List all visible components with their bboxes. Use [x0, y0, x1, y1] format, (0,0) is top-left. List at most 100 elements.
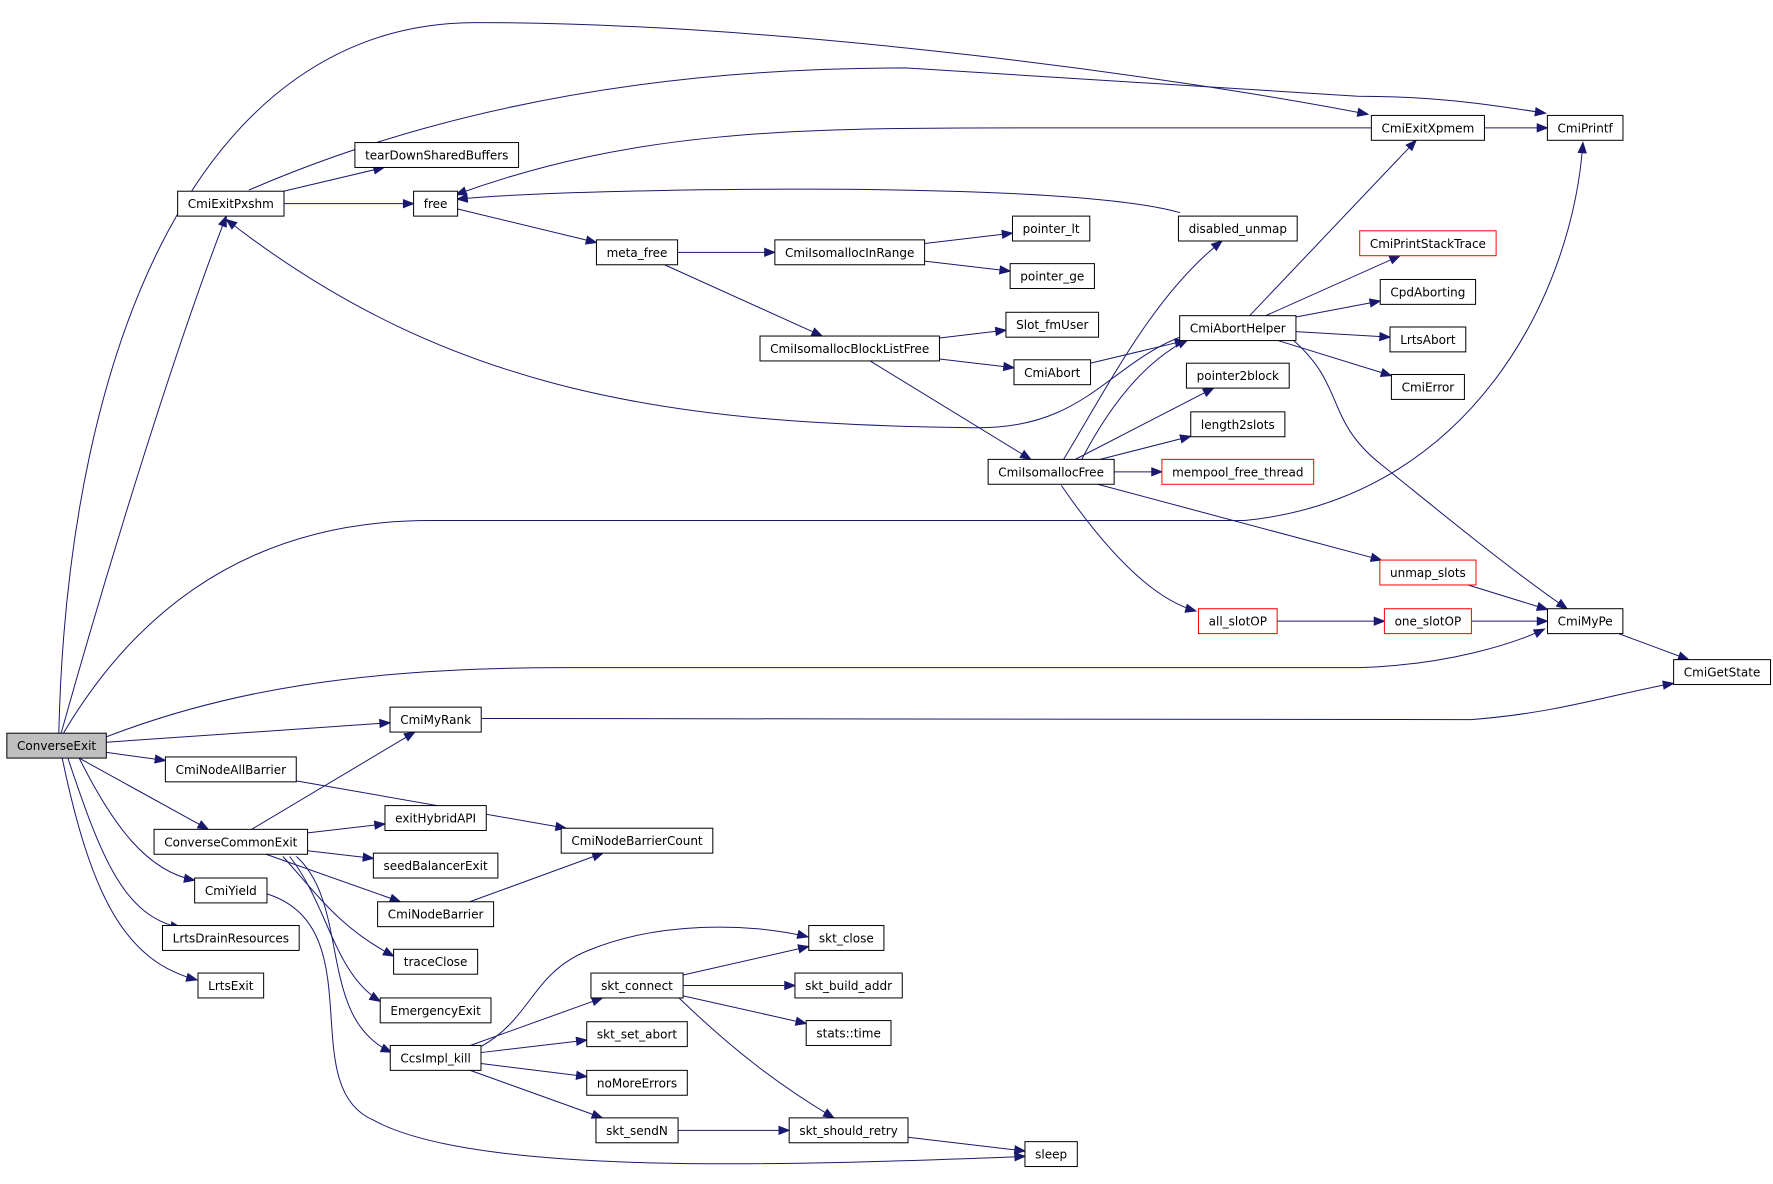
node-label: sleep: [1035, 1148, 1067, 1162]
edge-arrowhead: [784, 980, 797, 991]
node-EmergencyExit[interactable]: EmergencyExit: [379, 997, 492, 1024]
node-CmiAbort[interactable]: CmiAbort: [1013, 359, 1092, 386]
edge-CmiAbortHelper-to-CmiError: [1277, 340, 1393, 377]
node-ConverseCommonExit[interactable]: ConverseCommonExit: [153, 828, 309, 855]
node-CmiError[interactable]: CmiError: [1390, 374, 1465, 400]
node-label: skt_sendN: [606, 1124, 668, 1138]
edge-CmiExitXpmem-to-free: [454, 127, 1372, 196]
edge-line: [248, 67, 1546, 191]
edge-line: [61, 757, 198, 981]
node-CmiIsomallocFree[interactable]: CmiIsomallocFree: [987, 458, 1115, 485]
node-mempool_free_thread[interactable]: mempool_free_thread: [1161, 458, 1315, 485]
node-label: Slot_fmUser: [1016, 318, 1088, 332]
edge-line: [907, 1136, 1026, 1152]
node-LrtsDrainResources[interactable]: LrtsDrainResources: [161, 925, 300, 951]
node-box: [560, 827, 714, 854]
node-Slot_fmUser[interactable]: Slot_fmUser: [1005, 311, 1100, 338]
node-box: [759, 335, 940, 362]
node-exitHybridAPI[interactable]: exitHybridAPI: [384, 805, 487, 831]
node-free[interactable]: free: [413, 190, 459, 217]
node-CmiIsomallocBlockListFree[interactable]: CmiIsomallocBlockListFree: [759, 335, 940, 362]
node-box: [1179, 315, 1297, 342]
node-box: [987, 458, 1115, 485]
node-noMoreErrors[interactable]: noMoreErrors: [586, 1069, 688, 1096]
node-CmiPrintf[interactable]: CmiPrintf: [1546, 114, 1624, 141]
node-pointer_lt[interactable]: pointer_lt: [1011, 215, 1091, 242]
node-all_slotOP[interactable]: all_slotOP: [1197, 608, 1278, 635]
node-CmiNodeBarrierCount[interactable]: CmiNodeBarrierCount: [560, 827, 714, 854]
node-CmiIsomallocInRange[interactable]: CmiIsomallocInRange: [774, 239, 926, 266]
edge-skt_connect-to-skt_build_addr: [683, 980, 797, 991]
edge-arrowhead: [1379, 331, 1392, 342]
node-CmiNodeAllBarrier[interactable]: CmiNodeAllBarrier: [164, 756, 297, 783]
edge-line: [62, 142, 1584, 734]
node-skt_connect[interactable]: skt_connect: [590, 972, 684, 999]
node-LrtsAbort[interactable]: LrtsAbort: [1389, 326, 1467, 353]
node-skt_build_addr[interactable]: skt_build_addr: [794, 972, 903, 999]
node-CpdAborting[interactable]: CpdAborting: [1379, 278, 1477, 305]
node-length2slots[interactable]: length2slots: [1190, 411, 1286, 438]
node-ConverseExit[interactable]: ConverseExit: [6, 732, 107, 759]
node-skt_close[interactable]: skt_close: [808, 925, 885, 951]
edge-arrowhead: [1019, 449, 1032, 461]
edge-line: [1277, 340, 1392, 377]
node-CmiYield[interactable]: CmiYield: [194, 877, 268, 904]
node-CmiNodeBarrier[interactable]: CmiNodeBarrier: [377, 901, 495, 928]
node-disabled_unmap[interactable]: disabled_unmap: [1177, 215, 1298, 242]
node-one_slotOP[interactable]: one_slotOP: [1383, 608, 1472, 635]
edge-arrowhead: [1369, 552, 1383, 562]
node-traceClose[interactable]: traceClose: [393, 948, 479, 975]
edge-line: [78, 757, 195, 881]
node-label: CmiIsomallocInRange: [785, 246, 914, 260]
edge-ConverseExit-to-ConverseCommonExit: [78, 757, 210, 831]
edge-arrowhead: [455, 193, 469, 203]
node-label: all_slotOP: [1209, 615, 1267, 629]
node-meta_free[interactable]: meta_free: [595, 239, 679, 266]
node-box: [1005, 311, 1100, 338]
node-CmiPrintStackTrace[interactable]: CmiPrintStackTrace: [1359, 230, 1497, 257]
edge-free-to-meta_free: [457, 208, 598, 245]
node-label: CmiIsomallocFree: [998, 465, 1104, 479]
edge-skt_connect-to-stats_time: [682, 995, 808, 1026]
edge-line: [939, 358, 1015, 369]
node-CmiAbortHelper[interactable]: CmiAbortHelper: [1179, 315, 1297, 342]
node-box: [153, 828, 309, 855]
node-label: tearDownSharedBuffers: [365, 149, 508, 163]
edge-line: [60, 215, 227, 734]
edge-arrowhead: [1373, 616, 1386, 626]
node-sleep[interactable]: sleep: [1024, 1141, 1078, 1168]
edge-arrowhead: [1179, 434, 1193, 444]
node-CmiMyPe[interactable]: CmiMyPe: [1546, 608, 1624, 635]
node-CmiExitXpmem[interactable]: CmiExitXpmem: [1370, 114, 1485, 141]
node-CcsImpl_kill[interactable]: CcsImpl_kill: [389, 1044, 482, 1071]
node-seedBalancerExit[interactable]: seedBalancerExit: [372, 852, 499, 879]
node-label: CmiAbort: [1024, 366, 1081, 380]
node-stats_time[interactable]: stats::time: [805, 1020, 892, 1046]
node-box: [1370, 114, 1485, 141]
node-label: CpdAborting: [1390, 285, 1465, 299]
node-box: [161, 925, 300, 951]
node-box: [808, 925, 885, 951]
edge-arrowhead: [778, 1125, 791, 1136]
node-unmap_slots[interactable]: unmap_slots: [1379, 559, 1477, 586]
node-label: CcsImpl_kill: [400, 1051, 470, 1065]
edge-arrowhead: [1676, 651, 1690, 661]
node-box: [1190, 411, 1286, 438]
node-skt_set_abort[interactable]: skt_set_abort: [586, 1021, 688, 1048]
edge-arrowhead: [797, 944, 811, 954]
node-pointer_ge[interactable]: pointer_ge: [1009, 263, 1095, 290]
edge-arrowhead: [1536, 123, 1549, 133]
node-LrtsExit[interactable]: LrtsExit: [197, 972, 265, 999]
node-CmiMyRank[interactable]: CmiMyRank: [389, 706, 482, 733]
node-skt_sendN[interactable]: skt_sendN: [595, 1117, 679, 1144]
node-CmiGetState[interactable]: CmiGetState: [1673, 659, 1772, 686]
node-box: [194, 877, 268, 904]
node-tearDownSharedBuffers[interactable]: tearDownSharedBuffers: [354, 142, 520, 168]
node-box: [389, 706, 482, 733]
node-skt_should_retry[interactable]: skt_should_retry: [788, 1117, 909, 1144]
node-pointer2block[interactable]: pointer2block: [1185, 362, 1290, 389]
edge-arrowhead: [575, 1036, 589, 1046]
node-CmiExitPxshm[interactable]: CmiExitPxshm: [177, 190, 285, 217]
node-label: mempool_free_thread: [1172, 465, 1303, 479]
edge-line: [1090, 340, 1186, 364]
